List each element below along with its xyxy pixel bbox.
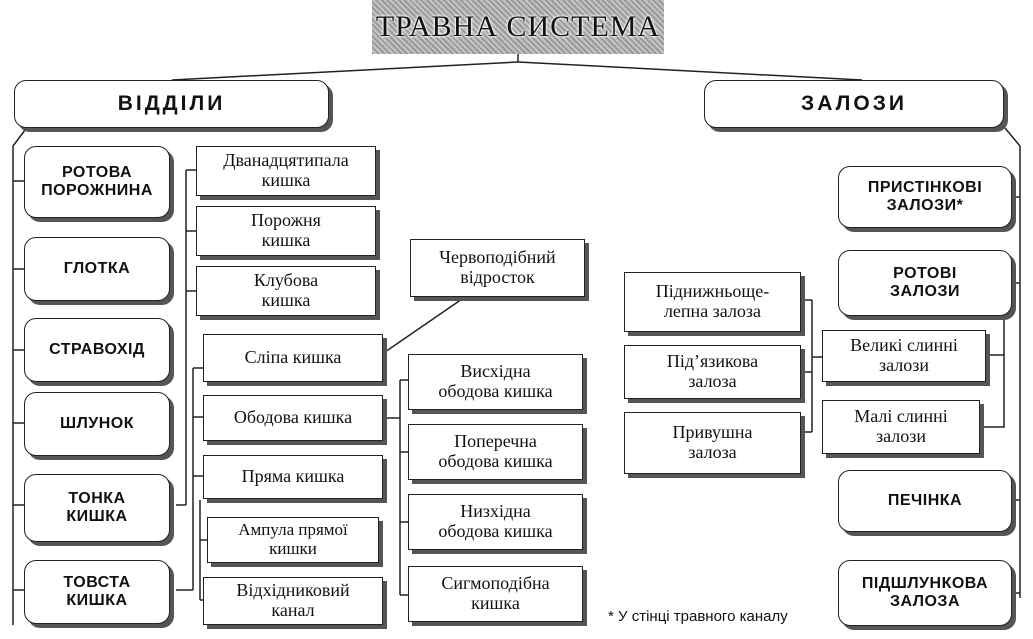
rectal-ampulla-box: Ампула прямої кишки [207, 517, 379, 563]
connector-title-glands [517, 61, 863, 81]
cecum-box: Сліпа кишка [203, 334, 383, 382]
large-intestine-box: ТОВСТА КИШКА [24, 560, 170, 624]
connector-glands-spine [1004, 127, 1021, 598]
large-salivary-glands-box: Великі слинні залози [822, 330, 986, 382]
connector-departments-spine [12, 129, 26, 625]
small-salivary-glands-box: Малі слинні залози [822, 400, 980, 454]
appendix-box: Червоподібний відросток [410, 239, 585, 297]
footnote: * У стінці травного каналу [608, 608, 788, 625]
diagram-title: ТРАВНА СИСТЕМА [372, 0, 664, 54]
ileum-box: Клубова кишка [196, 266, 376, 316]
parotid-gland-box: Привушна залоза [624, 412, 801, 474]
transverse-colon-box: Поперечна ободова кишка [408, 424, 583, 480]
glands-header: ЗАЛОЗИ [704, 80, 1004, 128]
duodenum-box: Дванадцятипала кишка [196, 146, 376, 196]
ascending-colon-box: Висхідна ободова кишка [408, 354, 583, 410]
descending-colon-box: Низхідна ободова кишка [408, 494, 583, 550]
sublingual-gland-box: Під’язикова залоза [624, 345, 801, 399]
parietal-glands-box: ПРИСТІНКОВІ ЗАЛОЗИ* [838, 166, 1012, 228]
anal-canal-box: Відхідниковий канал [203, 577, 383, 625]
connector-title-departments [171, 61, 519, 81]
pancreas-box: ПІДШЛУНКОВА ЗАЛОЗА [838, 560, 1012, 626]
sigmoid-colon-box: Сигмоподібна кишка [408, 566, 583, 622]
liver-box: ПЕЧІНКА [838, 470, 1012, 532]
pharynx-box: ГЛОТКА [24, 237, 170, 301]
esophagus-box: СТРАВОХІД [24, 318, 170, 382]
colon-box: Ободова кишка [203, 395, 383, 441]
submandibular-gland-box: Піднижньоще- лепна залоза [624, 272, 801, 332]
oral-glands-box: РОТОВІ ЗАЛОЗИ [838, 250, 1012, 316]
connector-to-large-salivary [986, 315, 1005, 356]
connector-to-small-salivary [980, 355, 1005, 428]
departments-header: ВІДДІЛИ [14, 80, 329, 128]
jejunum-box: Порожня кишка [196, 206, 376, 256]
rectum-box: Пряма кишка [203, 455, 383, 499]
oral-cavity-box: РОТОВА ПОРОЖНИНА [24, 146, 170, 218]
connector-cecum-appendix [384, 296, 466, 353]
small-intestine-box: ТОНКА КИШКА [24, 474, 170, 542]
stomach-box: ШЛУНОК [24, 392, 170, 456]
